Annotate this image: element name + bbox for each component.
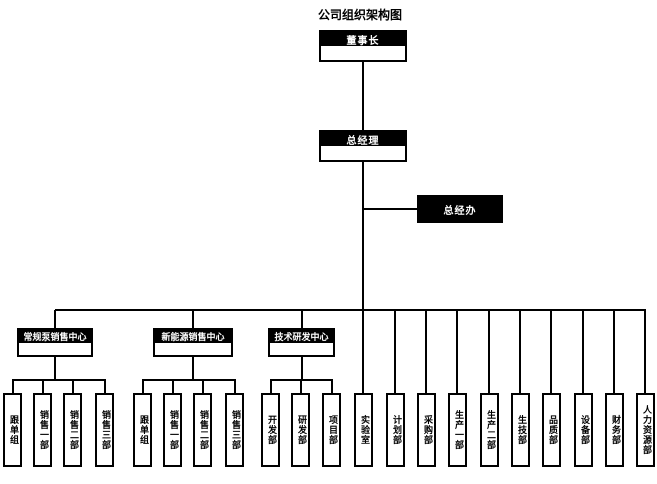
- dept-box: 生产二部: [480, 393, 499, 467]
- connector-line: [613, 310, 615, 393]
- node-chairman-body: [321, 46, 405, 60]
- connector-line: [300, 357, 303, 380]
- node-center-conventional-pump-sales-body: [19, 343, 91, 355]
- connector-line: [71, 380, 74, 393]
- node-center-new-energy-sales-label: 新能源销售中心: [155, 330, 231, 343]
- dept-box: 销售一部: [163, 393, 182, 467]
- connector-line: [582, 310, 584, 393]
- connector-line: [456, 310, 458, 393]
- connector-line: [362, 162, 364, 310]
- connector-line: [192, 310, 194, 329]
- connector-line: [11, 379, 106, 381]
- connector-line: [54, 357, 56, 380]
- dept-box: 生技部: [511, 393, 530, 467]
- dept-box: 人力资源部: [636, 393, 655, 467]
- dept-box: 销售二部: [193, 393, 212, 467]
- connector-line: [300, 310, 303, 329]
- node-center-tech-rd-body: [270, 343, 333, 355]
- connector-line: [488, 310, 490, 393]
- dept-box: 生产一部: [448, 393, 467, 467]
- dept-box: 销售三部: [225, 393, 244, 467]
- node-center-new-energy-sales: 新能源销售中心: [153, 328, 233, 357]
- dept-box: 销售一部: [33, 393, 52, 467]
- dept-box: 品质部: [542, 393, 561, 467]
- node-general-manager-body: [321, 146, 405, 160]
- connector-line: [269, 380, 272, 393]
- connector-line: [54, 310, 56, 329]
- connector-line: [363, 208, 417, 210]
- connector-line: [41, 380, 44, 393]
- node-center-conventional-pump-sales: 常规泵销售中心: [17, 328, 93, 357]
- dept-box: 研发部: [291, 393, 310, 467]
- connector-line: [394, 310, 396, 393]
- connector-line: [519, 310, 521, 393]
- connector-line: [299, 380, 302, 393]
- connector-line: [192, 357, 194, 380]
- connector-line: [141, 379, 236, 381]
- dept-box: 财务部: [605, 393, 624, 467]
- dept-box: 项目部: [322, 393, 341, 467]
- dept-box: 销售三部: [95, 393, 114, 467]
- node-general-manager-label: 总经理: [321, 132, 405, 147]
- connector-line: [362, 310, 364, 393]
- connector-line: [362, 62, 364, 130]
- connector-line: [425, 310, 427, 393]
- node-chairman-label: 董事长: [321, 32, 405, 47]
- chart-title: 公司组织架构图: [318, 8, 403, 22]
- connector-line: [11, 380, 14, 393]
- connector-line: [233, 380, 236, 393]
- connector-line: [55, 309, 646, 311]
- dept-box: 采购部: [417, 393, 436, 467]
- dept-box: 实验室: [354, 393, 373, 467]
- dept-box: 跟单组: [3, 393, 22, 467]
- connector-line: [644, 310, 646, 393]
- node-center-new-energy-sales-body: [155, 343, 231, 355]
- connector-line: [141, 380, 144, 393]
- dept-box: 销售二部: [63, 393, 82, 467]
- node-center-tech-rd-label: 技术研发中心: [270, 330, 333, 343]
- connector-line: [330, 380, 333, 393]
- node-center-tech-rd: 技术研发中心: [268, 328, 335, 357]
- node-center-conventional-pump-sales-label: 常规泵销售中心: [19, 330, 91, 343]
- dept-box: 跟单组: [133, 393, 152, 467]
- node-general-manager: 总经理: [319, 130, 407, 162]
- dept-box: 开发部: [261, 393, 280, 467]
- node-chairman: 董事长: [319, 30, 407, 62]
- dept-box: 计划部: [386, 393, 405, 467]
- dept-box: 设备部: [574, 393, 593, 467]
- connector-line: [103, 380, 106, 393]
- node-gm-office: 总经办: [417, 195, 503, 223]
- connector-line: [550, 310, 552, 393]
- connector-line: [201, 380, 204, 393]
- connector-line: [171, 380, 174, 393]
